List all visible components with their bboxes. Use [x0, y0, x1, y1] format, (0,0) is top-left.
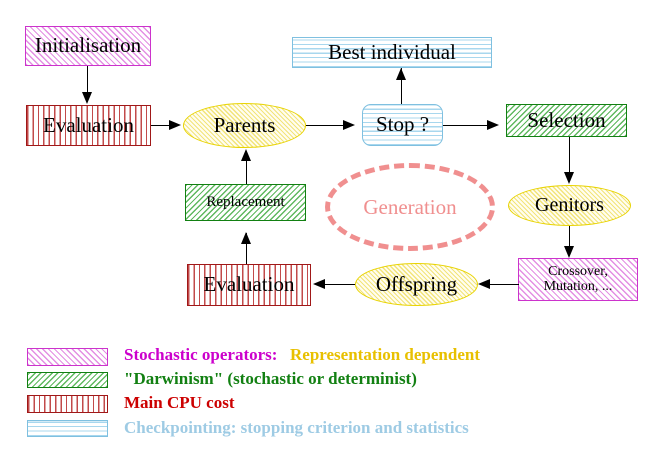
node-selection-label: Selection	[527, 107, 606, 132]
edge-stop-to-best-individual	[401, 68, 403, 104]
generation-loop-ellipse: Generation	[325, 163, 495, 251]
arrowhead-right-to-stop	[343, 119, 355, 130]
node-initialisation-label: Initialisation	[34, 33, 142, 58]
node-genitors[interactable]: Genitors	[508, 185, 631, 226]
edge-stop-to-selection	[443, 125, 488, 127]
legend-label-checkpointing: Checkpointing: stopping criterion and st…	[124, 418, 469, 437]
node-replacement-label: Replacement	[206, 193, 285, 210]
legend-swatch-darwinism	[27, 372, 108, 388]
node-parents-label: Parents	[213, 112, 276, 137]
node-offspring[interactable]: Offspring	[355, 263, 478, 306]
node-selection[interactable]: Selection	[506, 104, 627, 137]
legend-label-stochastic-operators: Stochastic operators:	[124, 345, 278, 364]
edge-parents-to-stop	[306, 125, 344, 127]
node-evaluation-bottom[interactable]: Evaluation	[187, 264, 311, 306]
legend-label-darwinism: "Darwinism" (stochastic or determinist)	[124, 369, 417, 388]
node-evaluation-top-label: Evaluation	[43, 112, 134, 137]
edge-genitors-to-crossover	[569, 226, 571, 247]
edge-crossover-to-offspring	[487, 284, 519, 286]
legend-label-main-cpu-cost: Main CPU cost	[124, 393, 235, 412]
arrowhead-up-replacement	[240, 232, 251, 244]
generation-loop-label: Generation	[363, 194, 457, 219]
arrowhead-down-initialisation	[81, 92, 92, 104]
edge-offspring-to-evaluation	[322, 284, 355, 286]
edge-replacement-to-parents	[246, 160, 248, 184]
node-genitors-label: Genitors	[535, 194, 604, 217]
edge-evaluation-to-replacement	[246, 233, 248, 264]
arrowhead-up-parents	[240, 149, 251, 161]
node-crossover-mutation-label: Crossover, Mutation, ...	[543, 264, 613, 294]
arrowhead-up-best-individual	[395, 68, 406, 80]
node-offspring-label: Offspring	[375, 271, 458, 296]
node-replacement[interactable]: Replacement	[185, 184, 306, 221]
arrowhead-down-crossover	[563, 246, 574, 258]
node-best-individual-label: Best individual	[328, 39, 456, 64]
edge-evaluation-to-parents	[151, 125, 171, 127]
arrowhead-left-to-evaluation	[313, 278, 325, 289]
legend-swatch-stochastic-operators	[27, 348, 108, 366]
node-stop-label: Stop ?	[375, 112, 430, 137]
arrowhead-right-to-selection	[487, 119, 499, 130]
node-best-individual[interactable]: Best individual	[292, 37, 492, 68]
node-parents[interactable]: Parents	[183, 103, 306, 148]
edge-initialisation-to-evaluation	[87, 66, 89, 93]
node-evaluation-bottom-label: Evaluation	[203, 272, 295, 297]
legend-swatch-main-cpu-cost	[27, 395, 108, 413]
node-initialisation[interactable]: Initialisation	[25, 26, 151, 66]
legend-swatch-checkpointing	[27, 420, 108, 437]
node-evaluation-top[interactable]: Evaluation	[26, 105, 151, 146]
node-stop[interactable]: Stop ?	[362, 104, 443, 146]
node-crossover-mutation[interactable]: Crossover, Mutation, ...	[518, 258, 638, 301]
arrowhead-down-genitors	[563, 172, 574, 184]
arrowhead-right-to-parents	[169, 119, 181, 130]
legend-label-representation-dependent: Representation dependent	[290, 345, 480, 364]
edge-selection-to-genitors	[569, 137, 571, 173]
arrowhead-left-to-offspring	[478, 278, 490, 289]
